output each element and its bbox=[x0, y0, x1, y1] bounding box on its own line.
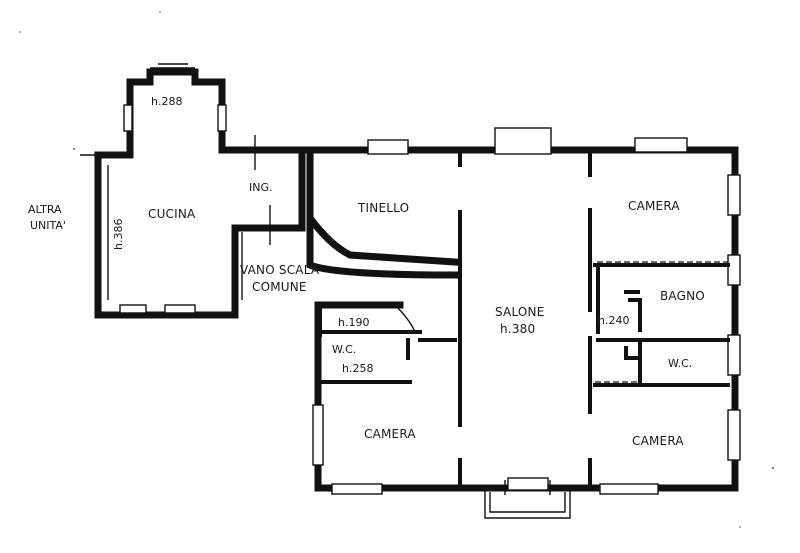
window-bottom-right bbox=[599, 483, 659, 495]
label-cucina: CUCINA bbox=[148, 207, 196, 221]
label-vano-scala-1: VANO SCALA bbox=[240, 263, 320, 277]
label-cucina-bay-height: h.288 bbox=[151, 95, 182, 108]
label-bagno: BAGNO bbox=[660, 289, 705, 303]
interior-walls bbox=[318, 153, 730, 487]
label-altra-2: UNITA' bbox=[30, 219, 66, 232]
label-vano-scala-2: COMUNE bbox=[252, 280, 307, 294]
label-wc-left: W.C. bbox=[332, 343, 356, 356]
label-wc-left-height-top: h.190 bbox=[338, 316, 369, 329]
label-wc-right: W.C. bbox=[668, 357, 692, 370]
window-left-camera bbox=[312, 404, 324, 466]
label-ingresso: ING. bbox=[249, 181, 273, 194]
entrance-walls bbox=[235, 135, 306, 300]
label-cucina-height: h.386 bbox=[112, 219, 125, 250]
entrance-door bbox=[507, 477, 549, 491]
window-right-4 bbox=[727, 409, 741, 461]
label-camera-top-right: CAMERA bbox=[628, 199, 680, 213]
label-bagno-height: h.240 bbox=[598, 314, 629, 327]
kitchen-window-bottom bbox=[119, 304, 147, 314]
kitchen-walls bbox=[80, 141, 314, 319]
window-right-1 bbox=[727, 174, 741, 216]
kitchen-window-left bbox=[123, 104, 133, 132]
scan-specks bbox=[19, 11, 774, 528]
kitchen-window-bottom-2 bbox=[164, 304, 196, 314]
window-camera-top bbox=[634, 137, 688, 153]
label-camera-bottom-left: CAMERA bbox=[364, 427, 416, 441]
window-tinello bbox=[367, 139, 409, 155]
label-wc-left-height-bottom: h.258 bbox=[342, 362, 373, 375]
front-steps bbox=[484, 477, 571, 519]
window-right-3 bbox=[727, 334, 741, 376]
window-salone-top bbox=[494, 127, 552, 155]
label-salone: SALONE bbox=[495, 305, 545, 319]
kitchen-window-right bbox=[217, 104, 227, 132]
main-outer-walls bbox=[306, 127, 741, 495]
label-tinello: TINELLO bbox=[357, 201, 409, 215]
label-salone-height: h.380 bbox=[500, 322, 535, 336]
window-bottom-left bbox=[331, 483, 383, 495]
label-altra-1: ALTRA bbox=[28, 203, 62, 216]
kitchen-bay-walls bbox=[123, 63, 227, 159]
label-camera-bottom-right: CAMERA bbox=[632, 434, 684, 448]
window-right-2 bbox=[727, 254, 741, 286]
